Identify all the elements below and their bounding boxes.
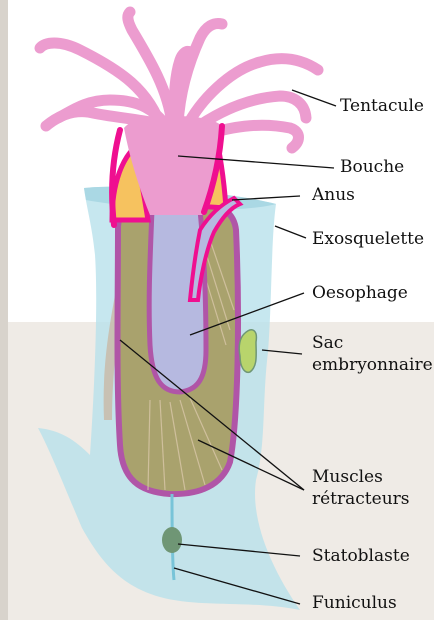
left-border — [0, 0, 8, 620]
label-embryonnaire: embryonnaire — [312, 355, 433, 375]
label-anus: Anus — [311, 185, 355, 205]
label-bouche: Bouche — [340, 157, 404, 177]
label-oesophage: Oesophage — [312, 283, 408, 303]
embryo-sac — [239, 330, 256, 372]
label-exosquelette: Exosquelette — [312, 229, 424, 249]
label-muscles: Muscles — [312, 467, 383, 487]
label-retracteurs: rétracteurs — [312, 489, 410, 509]
label-funiculus: Funiculus — [312, 593, 397, 613]
statoblast — [162, 527, 182, 553]
label-statoblaste: Statoblaste — [312, 546, 410, 566]
label-tentacule: Tentacule — [340, 96, 424, 116]
label-sac: Sac — [312, 333, 343, 353]
